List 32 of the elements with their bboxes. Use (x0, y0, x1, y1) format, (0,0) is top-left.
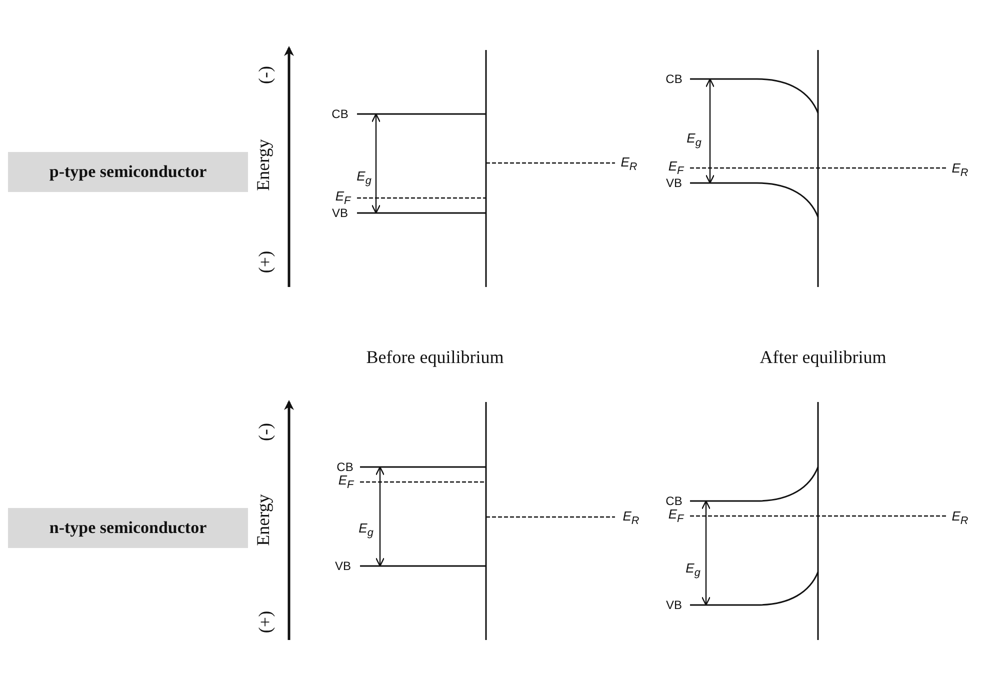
band-label: VB (335, 560, 351, 572)
axis-label: Energy (254, 494, 272, 546)
energy-label: E$_{g}$ (686, 561, 700, 579)
energy-label: E$_{R}$ (952, 161, 968, 179)
band-label: VB (666, 599, 682, 611)
band-label: CB (666, 495, 682, 507)
energy-label: E$_{R}$ (952, 509, 968, 527)
axis-label: Energy (254, 139, 272, 191)
axis-sign: (+) (256, 250, 274, 274)
band-label: CB (332, 108, 348, 120)
label-box (8, 508, 248, 548)
label-box (8, 152, 248, 192)
panel-caption: Before equilibrium (366, 348, 504, 366)
energy-label: E$_{F}$ (335, 189, 351, 207)
panel-caption: After equilibrium (760, 348, 886, 366)
band-label: CB (336, 461, 354, 473)
band-label: VB (332, 207, 348, 219)
semiconductor-type-label: n-type semiconductor (49, 518, 207, 538)
energy-label: E$_{g}$ (686, 131, 702, 149)
energy-label: E$_{g}$ (358, 521, 374, 539)
energy-label: E$_{R}$ (620, 155, 638, 173)
energy-label: E$_{F}$ (668, 507, 684, 525)
band-label: CB (666, 73, 682, 85)
axis-sign: (-) (256, 423, 274, 441)
energy-label: E$_{R}$ (622, 509, 640, 527)
energy-label: E$_{F}$ (338, 473, 354, 491)
energy-label: E$_{F}$ (668, 159, 684, 177)
band-label: VB (666, 177, 682, 189)
axis-sign: (+) (256, 610, 274, 634)
semiconductor-type-label: p-type semiconductor (49, 162, 207, 182)
axis-sign: (-) (256, 66, 274, 84)
energy-label: E$_{g}$ (356, 169, 372, 187)
